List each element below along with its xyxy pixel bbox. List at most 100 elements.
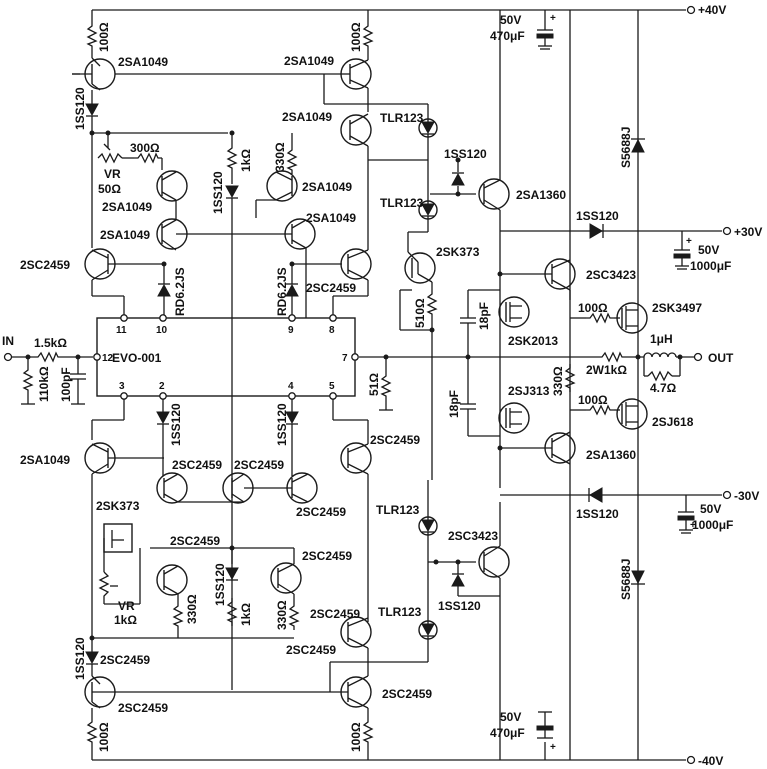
- q-tc-label: 2SA1049: [284, 54, 334, 68]
- svg-text:9: 9: [288, 325, 294, 336]
- q-2sc-left-top: 2SC2459: [20, 248, 164, 315]
- cap-in-label: 100pF: [59, 367, 73, 402]
- q-bl-label: 2SA1049: [20, 453, 70, 467]
- d-bottom-mid-label: 1SS120: [438, 599, 481, 613]
- led-bottom2-label: TLR123: [378, 605, 422, 619]
- led-top1: TLR123: [380, 104, 438, 160]
- res-in-shunt-label: 110kΩ: [37, 366, 51, 402]
- q-br3-label: 2SC2459: [382, 687, 432, 701]
- q-2sc3423-bottom: 2SC3423: [448, 502, 510, 760]
- r-bl-label: 100Ω: [97, 722, 111, 752]
- fet-2sk3497: 2SK3497: [616, 301, 702, 334]
- led-top2-label: TLR123: [380, 196, 424, 210]
- r1k-bb-label: 1kΩ: [239, 603, 253, 626]
- vr50-label: VR: [104, 167, 121, 181]
- r2w1k-label: 2W1kΩ: [586, 363, 627, 377]
- q-diff-left: 2SA1049: [102, 170, 188, 214]
- svg-text:4: 4: [288, 381, 294, 392]
- q-bl2-label-top: 2SC2459: [100, 653, 150, 667]
- fet-2sj313-label: 2SJ313: [508, 384, 550, 398]
- vr1k-val: 1kΩ: [114, 613, 137, 627]
- center-bias: 1kΩ 1SS120: [211, 130, 253, 690]
- q-bb-label-top: 2SC2459: [170, 534, 220, 548]
- terminal-neg30: [722, 490, 732, 500]
- label-pos40: +40V: [698, 3, 726, 17]
- vr1k-label: VR: [118, 599, 135, 613]
- label-neg40: -40V: [698, 754, 723, 768]
- negative-rail: -40V: [92, 754, 723, 768]
- d-bb-label: 1SS120: [213, 563, 227, 606]
- led-bottom1: TLR123: [376, 480, 438, 562]
- label-pos30: +30V: [734, 225, 762, 239]
- svg-text:+: +: [686, 236, 692, 247]
- pos30-rail: +30V 1SS120: [500, 209, 762, 239]
- r-br-label: 100Ω: [349, 722, 363, 752]
- d-bc2-label: 1SS120: [275, 403, 289, 446]
- vr50-network: VR 50Ω 300Ω: [89, 130, 228, 196]
- r51-label: 51Ω: [367, 373, 381, 396]
- fet-2sk2013: 2SK2013: [467, 289, 558, 348]
- q-bl2-label: 2SC2459: [118, 701, 168, 715]
- fet-2sk373-bottom: 2SK373 VR 1kΩ: [96, 499, 141, 627]
- d-bc1-label: 1SS120: [169, 403, 183, 446]
- led-bottom2: TLR123: [378, 562, 438, 662]
- q-bb2-label: 2SC2459: [302, 549, 352, 563]
- r-tc-label: 100Ω: [349, 22, 363, 52]
- crd-bottom-label: S5688J: [619, 559, 633, 600]
- r330-bl-label: 330Ω: [185, 594, 199, 624]
- d-top-mid-label: 1SS120: [444, 147, 487, 161]
- q-2sa1360-top: 2SA1360: [478, 10, 566, 488]
- elcap-top: + 50V 470μF: [490, 10, 556, 50]
- diode-bottom-mid: 1SS120: [428, 559, 500, 613]
- zener-left: RD6.2JS: [157, 261, 187, 316]
- elcap-neg30: + 50V 1000μF: [677, 495, 733, 534]
- q-diff-right-label: 2SA1049: [302, 180, 352, 194]
- r1k-center-label: 1kΩ: [239, 149, 253, 172]
- crd-top-label: S5688J: [619, 127, 633, 168]
- elcap-neg30-c: 1000μF: [692, 518, 733, 532]
- elcap-top-c: 470μF: [490, 29, 525, 43]
- r300-label: 300Ω: [130, 141, 160, 155]
- crd-top: S5688J: [619, 127, 645, 168]
- q-2sa1360-bottom-label: 2SA1360: [586, 448, 636, 462]
- inductor-label: 1μH: [650, 332, 673, 346]
- terminal-pos30: [722, 226, 732, 236]
- r330-top-label: 330Ω: [273, 142, 287, 172]
- top-center-stack: 100Ω 2SA1049 2SA1049: [72, 10, 428, 161]
- svg-text:2: 2: [159, 381, 165, 392]
- q-bc2-label: 2SC2459: [234, 458, 284, 472]
- q-2sc3423-top-label: 2SC3423: [586, 268, 636, 282]
- elcap-bottom: + 50V 470μF: [490, 710, 556, 760]
- r510-label: 510Ω: [413, 298, 427, 328]
- fet-2sk373-bottom-label: 2SK373: [96, 499, 140, 513]
- terminal-in: [3, 352, 13, 362]
- elcap-pos30: + 50V 1000μF: [673, 231, 731, 273]
- q-2sc3423-bottom-label: 2SC3423: [448, 529, 498, 543]
- r-gate-bottom-label: 100Ω: [578, 393, 608, 407]
- res-in-label: 1.5kΩ: [34, 336, 67, 350]
- svg-text:+: +: [690, 520, 696, 531]
- q-diff-right2-label: 2SA1049: [306, 211, 356, 225]
- q-br2-label: 2SC2459: [310, 607, 360, 621]
- fet-2sj618-label: 2SJ618: [652, 415, 694, 429]
- bottom-bias: 2SC2459 330Ω 1SS120 1kΩ 2SC2459 330Ω: [92, 534, 352, 639]
- label-out: OUT: [708, 351, 734, 365]
- cap-18pf-top-label: 18pF: [477, 302, 491, 330]
- neg30-rail: -30V 1SS120: [500, 487, 759, 521]
- vr50-val: 50Ω: [98, 182, 121, 196]
- q-bc1-label: 2SC2459: [172, 458, 222, 472]
- svg-text:12: 12: [102, 353, 114, 364]
- diode-top-mid: 1SS120: [430, 147, 487, 197]
- elcap-bottom-c: 470μF: [490, 726, 525, 740]
- q-diff-left2-label: 2SA1049: [100, 228, 150, 242]
- q-2sa1360-bottom: 2SA1360: [497, 431, 636, 465]
- q-bc3-label: 2SC2459: [296, 505, 346, 519]
- q-diff-left2: 2SA1049: [100, 200, 292, 251]
- cap-18pf-bottom: 18pF: [447, 357, 500, 437]
- d-bl-label: 1SS120: [73, 637, 87, 680]
- zener-left-label: RD6.2JS: [173, 267, 187, 316]
- r330-out-label: 330Ω: [551, 366, 565, 396]
- fet-2sk373-top-label: 2SK373: [436, 245, 480, 259]
- input-network: IN 1.5kΩ 110kΩ 100pF: [2, 334, 93, 405]
